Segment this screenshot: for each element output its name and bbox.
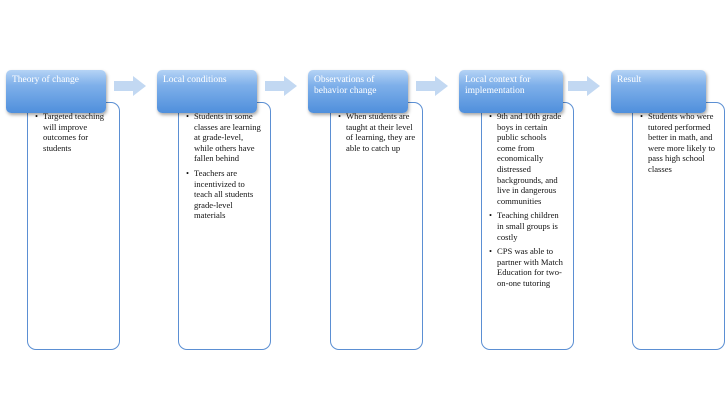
arrow-right-icon	[568, 76, 600, 96]
stage-1-header: Theory of change	[6, 70, 106, 113]
stage-2-title: Local conditions	[163, 75, 227, 85]
stage-3-title: Observations of behavior change	[314, 75, 377, 96]
stage-2-bullet-2: Teachers are incentivized to teach all s…	[186, 168, 264, 221]
stage-4-header: Local context for implementation	[459, 70, 563, 113]
stage-5-bullet-1: Students who were tutored performed bett…	[640, 111, 718, 175]
stage-3-bullets: When students are taught at their level …	[337, 111, 416, 153]
stage-4-card: 9th and 10th grade boys in certain publi…	[481, 102, 574, 350]
stage-1-bullets: Targeted teaching will improve outcomes …	[34, 111, 113, 153]
arrow-right-icon	[416, 76, 448, 96]
stage-5-title: Result	[617, 75, 642, 85]
stage-2-bullet-1: Students in some classes are learning at…	[186, 111, 264, 164]
arrow-right-icon	[265, 76, 297, 96]
stage-3-header: Observations of behavior change	[308, 70, 408, 113]
stage-4-title: Local context for implementation	[465, 75, 531, 96]
stage-2-header: Local conditions	[157, 70, 257, 113]
arrow-right-icon	[114, 76, 146, 96]
stage-1-card: Targeted teaching will improve outcomes …	[27, 102, 120, 350]
stage-5-card: Students who were tutored performed bett…	[632, 102, 725, 350]
stage-4-bullets: 9th and 10th grade boys in certain publi…	[488, 111, 567, 289]
stage-5-bullets: Students who were tutored performed bett…	[639, 111, 718, 175]
stage-3-bullet-1: When students are taught at their level …	[338, 111, 416, 153]
stage-1-title: Theory of change	[12, 75, 79, 85]
stage-4-bullet-3: CPS was able to partner with Match Educa…	[489, 246, 567, 288]
stage-2-card: Students in some classes are learning at…	[178, 102, 271, 350]
stage-4-bullet-2: Teaching children in small groups is cos…	[489, 210, 567, 242]
stage-4-bullet-1: 9th and 10th grade boys in certain publi…	[489, 111, 567, 206]
stage-2-bullets: Students in some classes are learning at…	[185, 111, 264, 221]
stage-5-header: Result	[611, 70, 706, 113]
stage-1-bullet-1: Targeted teaching will improve outcomes …	[35, 111, 113, 153]
stage-3-card: When students are taught at their level …	[330, 102, 423, 350]
